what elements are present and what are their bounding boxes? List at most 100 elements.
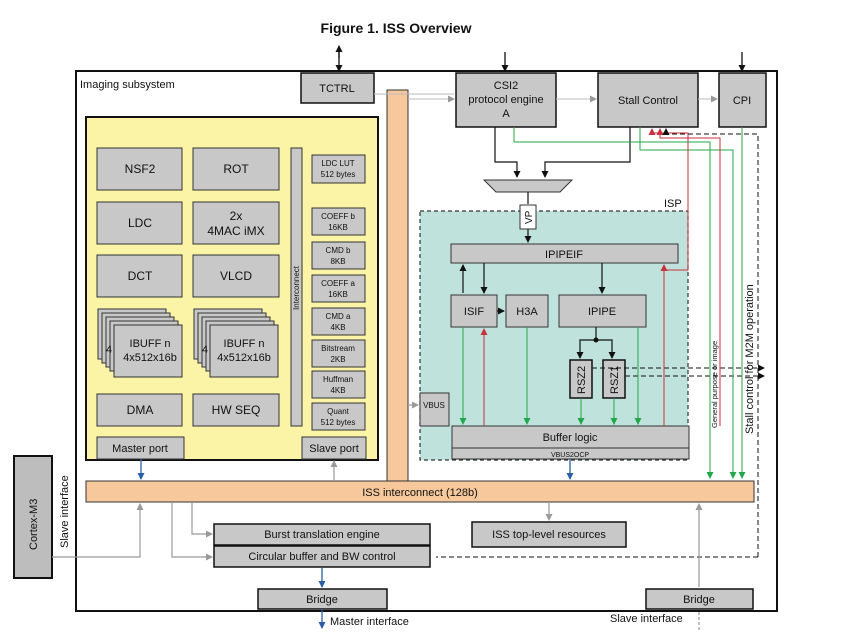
stall-control-label: Stall Control bbox=[618, 95, 678, 107]
interconnect-to-burst bbox=[191, 502, 213, 538]
csi2-to-mux bbox=[494, 127, 521, 178]
general-purpose-label: General purpose or image bbox=[710, 341, 719, 428]
cortex-to-interconnect bbox=[52, 503, 144, 558]
stall-control-block: Stall Control bbox=[597, 72, 699, 128]
vbus-block: VBUS bbox=[419, 392, 450, 427]
bridge-left-label: Bridge bbox=[306, 594, 338, 606]
input-mux bbox=[482, 179, 574, 193]
iss-top-level-block: ISS top-level resources bbox=[471, 521, 627, 548]
vlcd-label: VLCD bbox=[220, 269, 252, 283]
circular-buffer-block: Circular buffer and BW control bbox=[213, 545, 431, 568]
bridge-right-block: Bridge bbox=[645, 588, 754, 610]
tctrl-label: TCTRL bbox=[319, 83, 354, 95]
isif-label: ISIF bbox=[464, 306, 484, 318]
slave-port-block: Slave port bbox=[301, 436, 367, 460]
vlcd-block: VLCD bbox=[192, 254, 280, 298]
vp-label: VP bbox=[524, 210, 535, 224]
buffer-logic-label: Buffer logic bbox=[543, 432, 598, 444]
rsz2-label: RSZ2 bbox=[576, 366, 588, 394]
interconnect-to-circular bbox=[171, 502, 213, 561]
rsz-split-dot bbox=[593, 337, 599, 343]
stall-m2m-dashed bbox=[662, 128, 759, 557]
tctrl-block: TCTRL bbox=[300, 72, 375, 104]
rsz1-block: RSZ1 bbox=[602, 359, 626, 399]
ipipe-to-rsz2 bbox=[576, 327, 597, 359]
master-port-block: Master port bbox=[96, 436, 185, 460]
csi2-block: CSI2 protocol engine A bbox=[455, 72, 557, 128]
h3a-label: H3A bbox=[516, 306, 538, 318]
rsz2-block: RSZ2 bbox=[569, 359, 593, 399]
mem-cmd-b-l2: 8KB bbox=[330, 257, 345, 266]
hw-seq-block: HW SEQ bbox=[192, 393, 280, 427]
slave-interface-bottom-label: Slave interface bbox=[610, 613, 683, 625]
cortex-m3-label: Cortex-M3 bbox=[28, 499, 40, 550]
master-port-label: Master port bbox=[112, 443, 168, 455]
cortex-m3-block: Cortex-M3 bbox=[13, 455, 53, 579]
simcop-interconnect-label: Interconnect bbox=[292, 265, 301, 310]
isif-block: ISIF bbox=[450, 294, 498, 328]
memory-column: LDC LUT 512 bytes COEFF b 16KB CMD b 8KB… bbox=[311, 154, 366, 431]
cpi-block: CPI bbox=[718, 72, 767, 128]
dct-label: DCT bbox=[128, 269, 153, 283]
ipipe-label: IPIPE bbox=[588, 306, 616, 318]
hw-seq-label: HW SEQ bbox=[212, 403, 261, 417]
vertical-interconnect-bar bbox=[386, 89, 409, 486]
mem-cmd-a bbox=[311, 307, 366, 336]
csi2-label-line3: A bbox=[502, 108, 510, 120]
imx-block: 2x 4MAC iMX bbox=[192, 201, 280, 245]
iss-interconnect-bar bbox=[85, 480, 755, 503]
mem-quant-l2: 512 bytes bbox=[321, 418, 356, 427]
imx-label-line1: 2x bbox=[230, 209, 243, 223]
mem-ldc-lut bbox=[311, 154, 366, 184]
mem-cmd-a-l1: CMD a bbox=[326, 312, 351, 321]
mem-bitstream-l2: 2KB bbox=[330, 355, 345, 364]
dma-label: DMA bbox=[127, 403, 154, 417]
ibuff-stack-left: 4 IBUFF n 4x512x16b bbox=[97, 308, 183, 378]
ibuff-left-line1: IBUFF n bbox=[130, 338, 171, 350]
ldc-block: LDC bbox=[96, 201, 183, 245]
ipipe-to-rsz1 bbox=[596, 339, 616, 359]
ibuff-stack-right: 4 IBUFF n 4x512x16b bbox=[193, 308, 279, 378]
mem-quant bbox=[311, 402, 366, 431]
ibuff-left-line2: 4x512x16b bbox=[123, 352, 177, 364]
iss-interconnect-label: ISS interconnect (128b) bbox=[362, 487, 478, 499]
ipipeif-block: IPIPEIF bbox=[450, 243, 679, 264]
rot-label: ROT bbox=[223, 162, 249, 176]
burst-translation-label: Burst translation engine bbox=[264, 529, 380, 541]
ipipeif-label: IPIPEIF bbox=[545, 249, 583, 261]
circular-buffer-label: Circular buffer and BW control bbox=[248, 551, 395, 563]
mem-coeff-b-l2: 16KB bbox=[328, 223, 348, 232]
mem-coeff-a-l2: 16KB bbox=[328, 290, 348, 299]
mem-cmd-b-l1: CMD b bbox=[326, 246, 351, 255]
vbus2ocp-block: VBUS2OCP bbox=[451, 447, 690, 460]
mem-cmd-a-l2: 4KB bbox=[330, 323, 345, 332]
mem-ldc-lut-l2: 512 bytes bbox=[321, 170, 356, 179]
ipipe-block: IPIPE bbox=[558, 294, 647, 328]
nsf2-label: NSF2 bbox=[125, 162, 156, 176]
ldc-label: LDC bbox=[128, 216, 152, 230]
mem-bitstream-l1: Bitstream bbox=[321, 344, 355, 353]
mem-coeff-a bbox=[311, 274, 366, 303]
rot-block: ROT bbox=[192, 147, 280, 191]
ibuff-right-line1: IBUFF n bbox=[224, 338, 265, 350]
dct-block: DCT bbox=[96, 254, 183, 298]
vbus2ocp-label: VBUS2OCP bbox=[551, 452, 589, 459]
mem-huffman-l2: 4KB bbox=[330, 386, 345, 395]
imaging-subsystem-label: Imaging subsystem bbox=[80, 79, 175, 91]
mem-bitstream bbox=[311, 339, 366, 368]
cortex-slave-interface-label: Slave interface bbox=[59, 475, 71, 548]
ibuff-right-prefix: 4 bbox=[202, 344, 208, 356]
bridge-right-label: Bridge bbox=[683, 594, 715, 606]
slave-port-label: Slave port bbox=[309, 443, 359, 455]
ibuff-right-line2: 4x512x16b bbox=[217, 352, 271, 364]
mem-ldc-lut-l1: LDC LUT bbox=[321, 159, 354, 168]
imx-label-line2: 4MAC iMX bbox=[207, 224, 264, 238]
dma-block: DMA bbox=[96, 393, 183, 427]
stall-green-long bbox=[639, 127, 737, 479]
ibuff-left-prefix: 4 bbox=[106, 344, 112, 356]
mem-coeff-b bbox=[311, 207, 366, 236]
vp-block: VP bbox=[519, 204, 537, 230]
figure-title: Figure 1. ISS Overview bbox=[321, 20, 472, 36]
isp-label: ISP bbox=[664, 198, 682, 210]
